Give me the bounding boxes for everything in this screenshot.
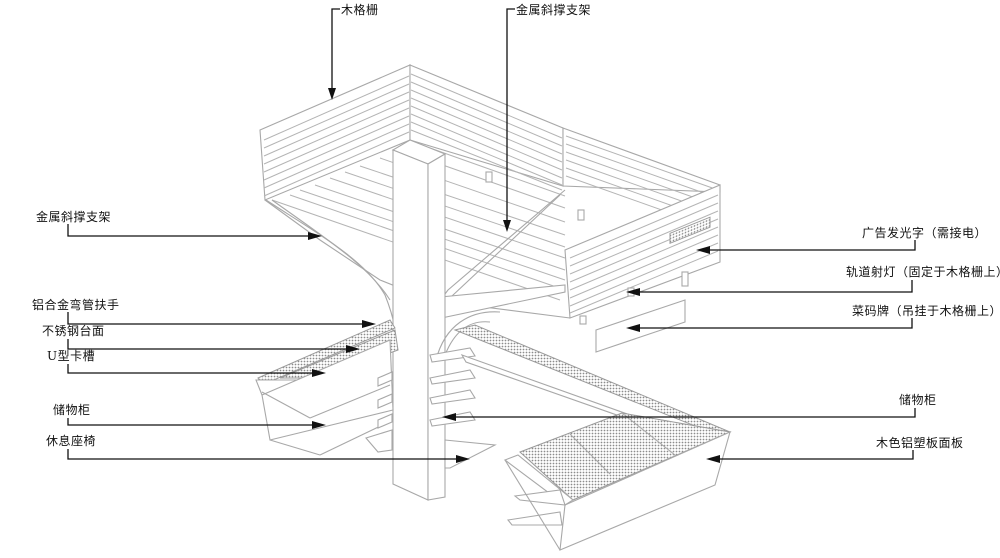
label-track-light: 轨道射灯（固定于木格栅上） [846,265,1000,279]
label-u-slot: U型卡槽 [47,349,96,363]
label-menu-board: 菜码牌（吊挂于木格栅上） [852,304,1000,318]
leader-lines [67,8,916,463]
label-storage-right: 储物柜 [899,393,937,407]
label-panel: 木色铝塑板面板 [876,436,964,450]
label-wood-grille: 木格栅 [341,3,379,17]
menu-board [595,299,686,353]
illuminated-sign [669,216,711,245]
label-bench: 休息座椅 [46,434,97,448]
label-steel-top: 不锈钢台面 [42,324,105,338]
right-counter [453,324,732,551]
label-handrail: 铝合金弯管扶手 [32,298,120,312]
label-sign: 广告发光字（需接电） [862,226,988,240]
label-storage-left: 储物柜 [53,403,91,417]
label-metal-brace-left: 金属斜撑支架 [36,210,112,224]
label-metal-brace-top: 金属斜撑支架 [516,3,592,17]
wood-grille-canopy [259,64,721,319]
left-counter [255,319,399,456]
column-shelves [365,347,497,469]
